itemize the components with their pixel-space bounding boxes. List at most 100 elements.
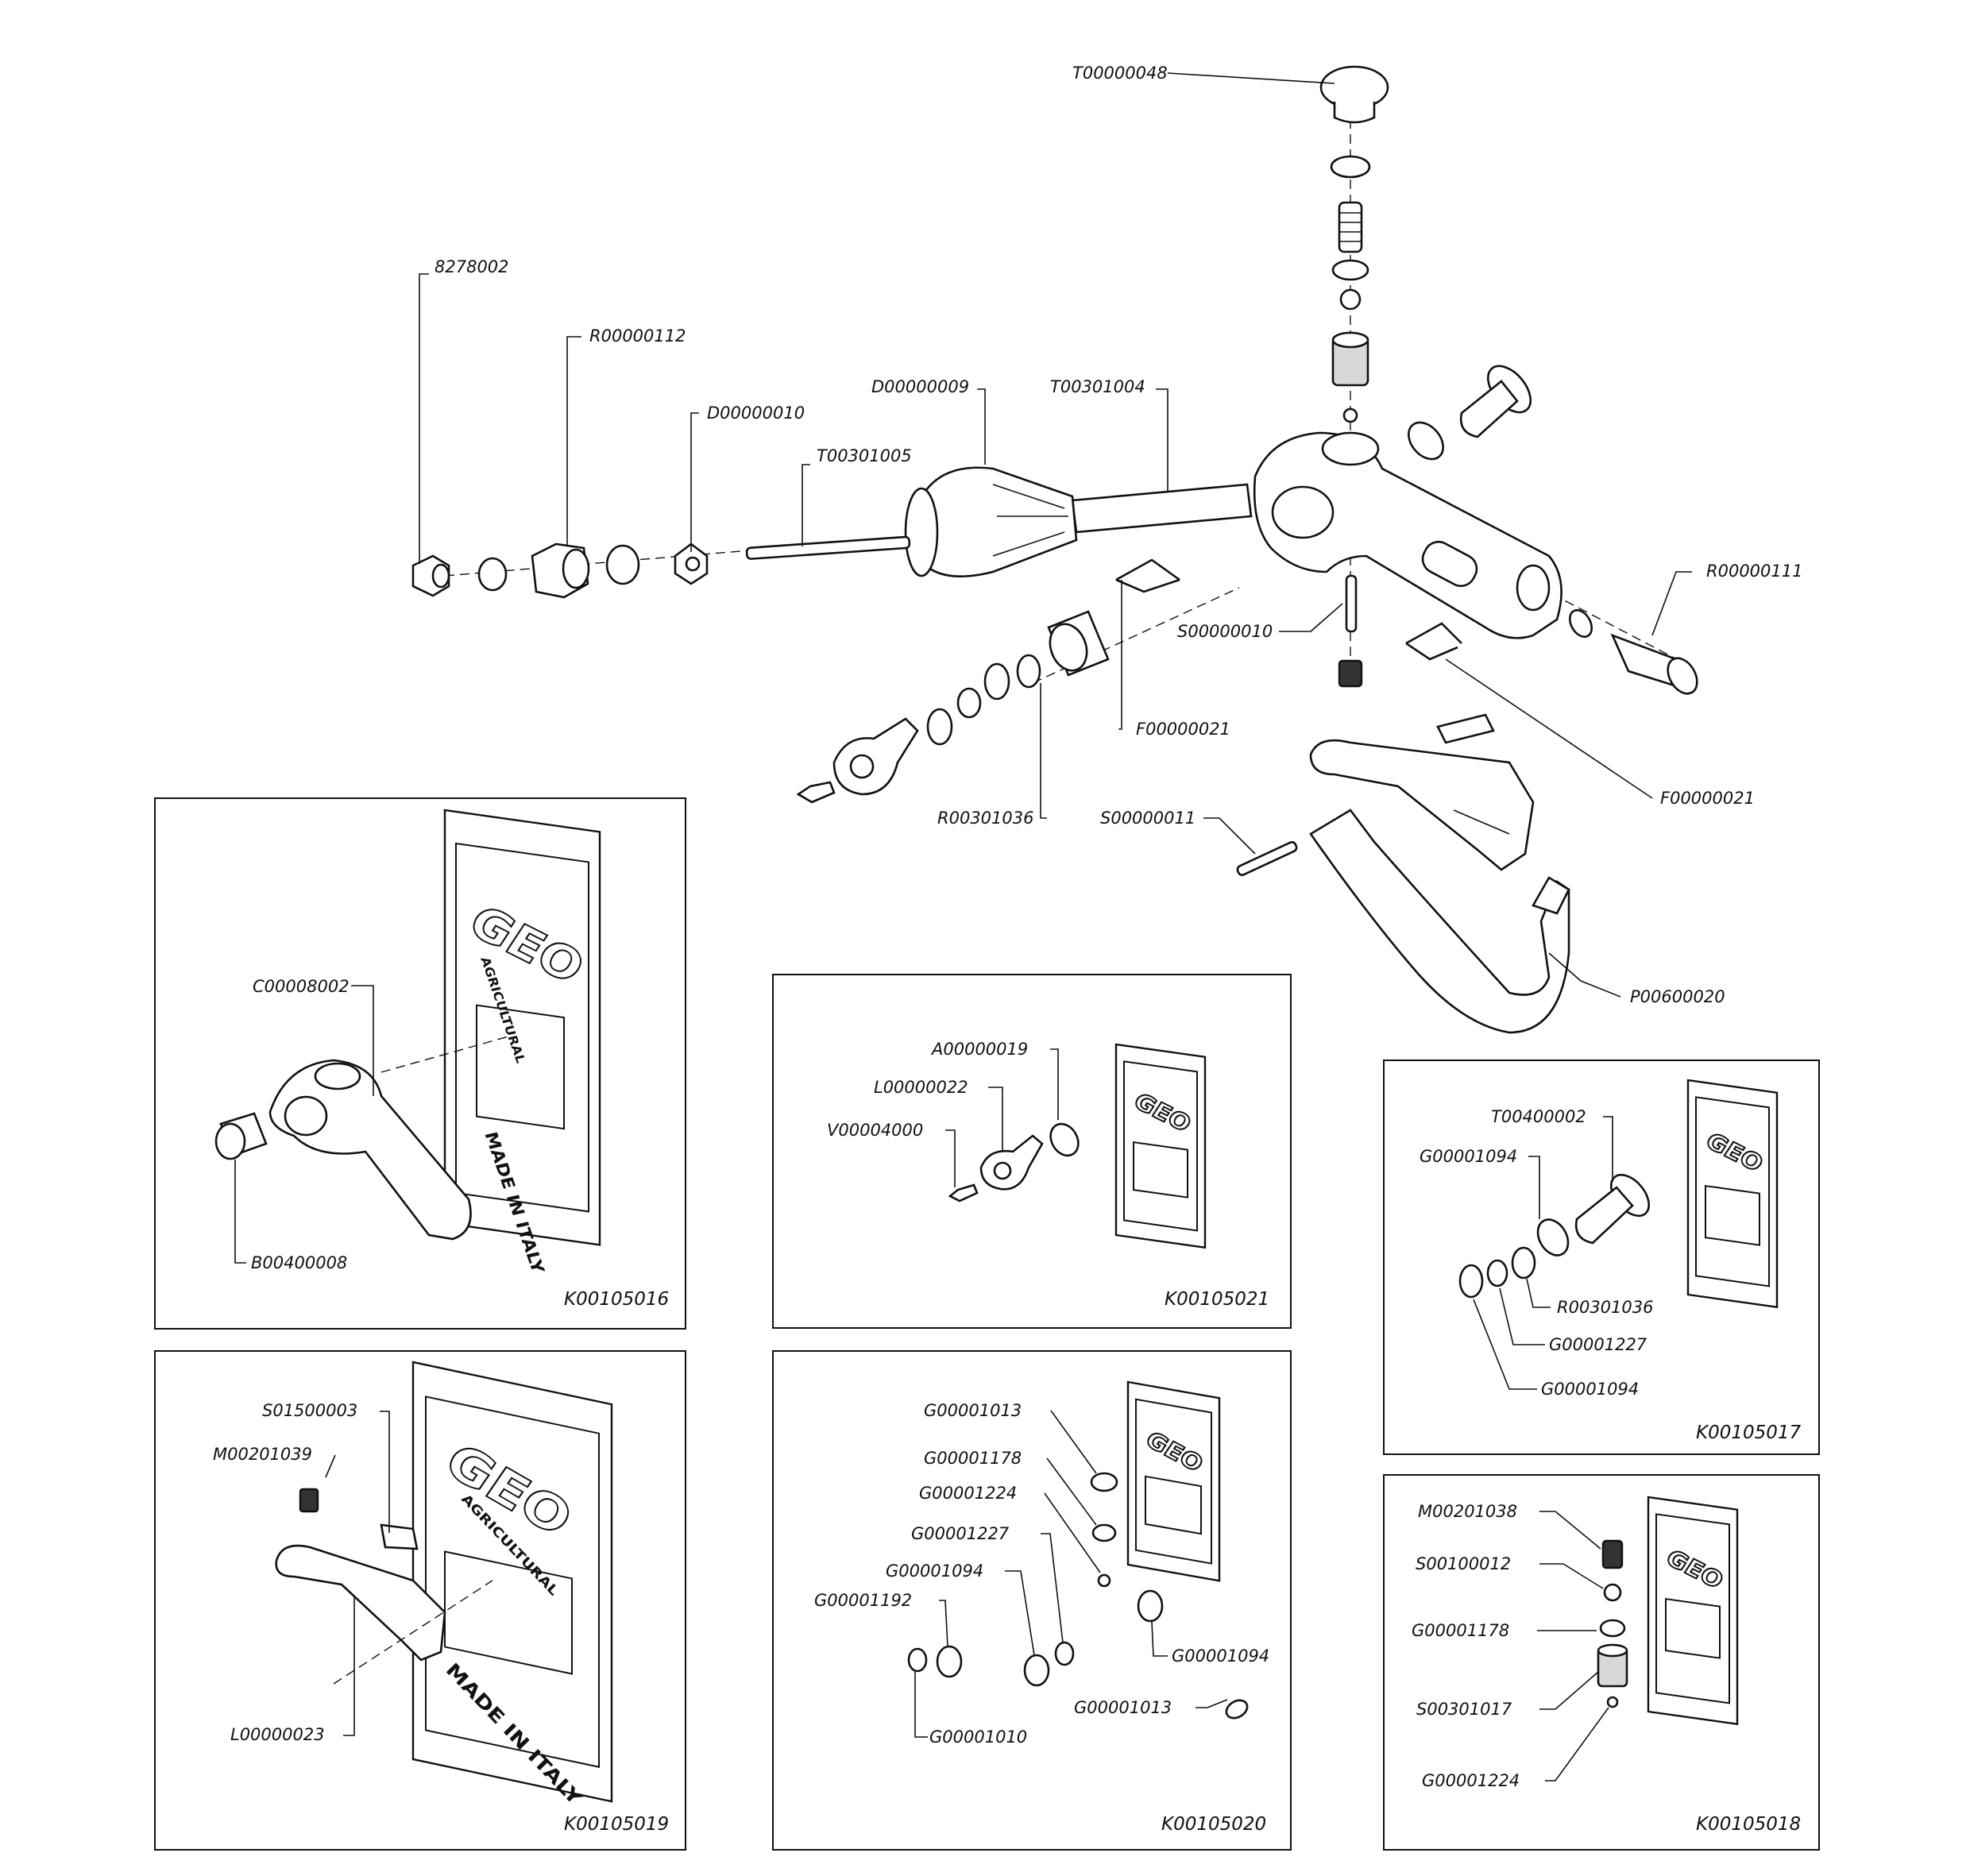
kit-code-k00105021: K00105021 [1165,1289,1269,1310]
o-ring-part [1090,1472,1118,1492]
kit-k00105019: GEO AGRICULTURAL MADE IN ITALY S01500003… [154,1350,686,1851]
screw-part [948,1183,979,1202]
label-m00201038: M00201038 [1418,1502,1517,1521]
info-card: GEO [1126,1380,1221,1582]
ring-part [1606,1696,1619,1708]
kit-k00105018: GEO M00201038 S00100012 G00001178 S00301… [1383,1474,1820,1851]
sleeve-part [214,1112,268,1160]
o-ring-part [936,1645,963,1678]
o-ring-part [1486,1259,1508,1287]
o-ring-part [907,1647,928,1673]
info-card: GEO [1686,1079,1779,1309]
label-g00001227: G00001227 [911,1524,1010,1543]
label-f00000021-b: F00000021 [1660,789,1755,808]
o-ring-part [1511,1246,1536,1280]
spring-part [1338,201,1363,253]
spring-part [1601,1539,1624,1569]
o-ring-part [1330,155,1371,179]
clip-part [380,1523,419,1550]
valve-part [1574,1173,1651,1245]
kit-code-k00105016: K00105016 [564,1289,669,1310]
kit-code-k00105018: K00105018 [1696,1814,1801,1835]
label-t00301005: T00301005 [817,446,912,465]
lever-part [832,717,919,796]
label-g00001192: G00001192 [814,1591,912,1610]
sleeve-part [1047,610,1110,677]
nozzle-part [674,542,709,585]
label-v00004000: V00004000 [827,1121,923,1140]
label-c00008002: C00008002 [253,977,350,996]
o-ring-part [1536,1218,1570,1256]
ball-part [1603,1583,1622,1602]
label-s01500003: S01500003 [262,1401,357,1420]
ring-part [1097,1573,1111,1588]
main-assembly: T00000048 8278002 R00000112 D00000010 T0… [411,64,1802,1034]
kit-k00105016: GEO AGRICULTURAL MADE IN ITALY C00008002… [154,797,686,1330]
clip-part [1436,713,1495,744]
label-g00001178: G00001178 [924,1449,1022,1468]
kit-k00105017: GEO T00400002 G00001094 R00301036 G00001… [1383,1060,1820,1455]
kit-k00105021: GEO A00000019 L00000022 V00004000 K00105… [772,974,1292,1329]
o-ring-part [1331,259,1369,281]
handle-body-part [268,1059,472,1241]
o-ring-part [956,687,982,719]
lever-part [979,1134,1044,1191]
label-a00000019: A00000019 [930,1040,1028,1059]
label-b00400008: B00400008 [251,1253,347,1272]
label-g00001094-a: G00001094 [886,1561,983,1581]
label-8278002: 8278002 [435,257,509,276]
info-card: GEO AGRICULTURAL MADE IN ITALY [411,1361,613,1810]
o-ring-part [1225,1699,1249,1720]
o-ring-part [1091,1523,1117,1542]
grub-screw-part [1338,659,1363,688]
kit-code-k00105017: K00105017 [1696,1422,1802,1443]
label-g00001227: G00001227 [1549,1335,1647,1354]
tube-part [1071,483,1253,534]
clip-part [1405,622,1462,661]
filter-cage-part [1597,1643,1628,1688]
trigger-part [275,1544,446,1662]
label-d00000010: D00000010 [707,403,805,423]
label-g00001178: G00001178 [1412,1621,1509,1640]
label-g00001094-b: G00001094 [1541,1380,1639,1399]
ball-part [1339,288,1362,311]
label-g00001013-b: G00001013 [1074,1698,1172,1717]
o-ring-part [1137,1589,1164,1623]
fitting-part [531,542,590,599]
label-g00001013-a: G00001013 [924,1401,1022,1420]
label-m00201039: M00201039 [213,1445,312,1464]
cap-part [1319,65,1389,124]
label-g00001224: G00001224 [919,1484,1017,1503]
o-ring-part [1568,608,1593,639]
o-ring-part [1054,1641,1075,1666]
label-r00301036: R00301036 [937,809,1033,828]
label-t00301004: T00301004 [1050,377,1145,396]
funnel-part [904,466,1078,577]
o-ring-part [1049,1122,1080,1157]
info-card: GEO [1114,1043,1207,1249]
o-ring-part [1023,1654,1050,1687]
o-ring-part [605,544,640,585]
pin-part [1345,574,1358,633]
label-g00001094-a: G00001094 [1420,1147,1517,1166]
label-s00000011: S00000011 [1100,809,1196,828]
o-ring-part [1458,1264,1484,1299]
o-ring-part [1016,654,1041,689]
label-p00600020: P00600020 [1630,987,1725,1006]
guard-part [1309,809,1570,1034]
info-card: GEO AGRICULTURAL MADE IN ITALY [443,809,601,1276]
label-g00001010: G00001010 [929,1727,1027,1747]
label-r00301036: R00301036 [1557,1298,1653,1317]
info-card: GEO [1647,1496,1739,1726]
label-t00400002: T00400002 [1491,1107,1586,1126]
kit-code-k00105019: K00105019 [564,1814,669,1835]
nut-part [411,554,450,597]
label-l00000022: L00000022 [874,1078,968,1097]
o-ring-part [926,708,953,746]
o-ring-part [1599,1619,1626,1638]
filter-cage-part [1331,331,1369,387]
pin-part [1236,841,1298,876]
label-r00000111: R00000111 [1706,562,1802,581]
small-ring-part [1342,407,1358,423]
